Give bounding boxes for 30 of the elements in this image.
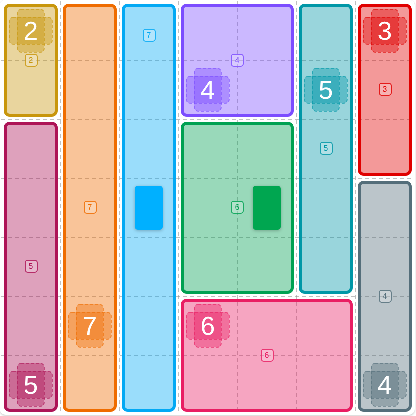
size-badge: 4 xyxy=(231,54,244,66)
puzzle-region xyxy=(122,4,176,412)
size-badge: 3 xyxy=(378,82,392,96)
puzzle-region xyxy=(181,4,294,117)
size-badge: 6 xyxy=(231,200,244,214)
marker-icon xyxy=(135,186,163,230)
size-badge: 6 xyxy=(260,348,274,362)
puzzle-region xyxy=(299,4,353,294)
puzzle-region xyxy=(4,122,58,412)
size-badge: 7 xyxy=(142,28,156,42)
size-badge: 7 xyxy=(84,200,96,214)
puzzle-region xyxy=(63,4,117,412)
puzzle-region xyxy=(358,4,412,176)
clue-number: 3 xyxy=(363,9,407,53)
size-badge: 5 xyxy=(24,260,38,272)
clue-number: 4 xyxy=(363,363,407,407)
size-badge: 2 xyxy=(24,54,38,66)
puzzle-region xyxy=(181,299,353,412)
clue-number: 7 xyxy=(68,304,112,348)
clue-number: 5 xyxy=(304,68,348,112)
size-badge: 5 xyxy=(320,142,332,154)
marker-icon xyxy=(253,186,281,230)
puzzle-region xyxy=(358,181,412,412)
clue-number: 4 xyxy=(186,68,230,112)
clue-number: 6 xyxy=(186,304,230,348)
clue-number: 2 xyxy=(9,9,53,53)
puzzle-region xyxy=(4,4,58,117)
clue-number: 5 xyxy=(9,363,53,407)
puzzle-region xyxy=(181,122,294,294)
size-badge: 4 xyxy=(378,290,392,302)
